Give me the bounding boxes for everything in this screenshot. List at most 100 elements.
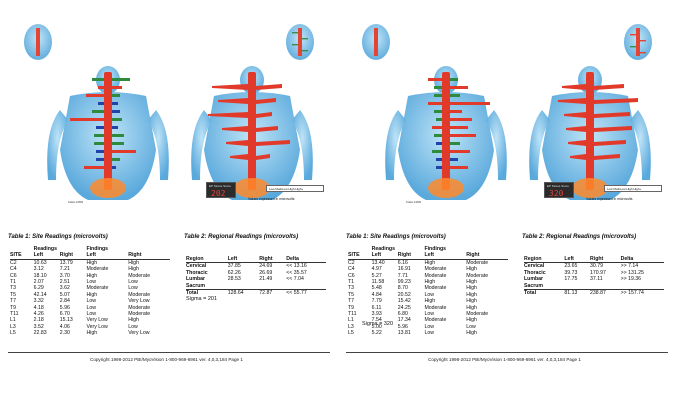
cell-left: 4.97: [371, 266, 382, 273]
ep-stress-score-label: EP Stress Score: [209, 184, 231, 188]
cell-total-delta: >> 157.74: [620, 290, 644, 297]
cell-right: 17.34: [397, 317, 411, 324]
cell-site: T1: [348, 279, 355, 286]
table2-title: Table 2: Regional Readings (microvolts): [522, 234, 637, 240]
cell-right: 5.96: [397, 323, 408, 330]
cell-site: T11: [10, 311, 19, 318]
cell-region: Thoracic: [524, 269, 546, 276]
cell-site: T5: [10, 291, 17, 298]
col-right: Right: [590, 256, 621, 264]
cell-right: 170.97: [590, 269, 606, 276]
cell-site: C2: [10, 259, 17, 266]
cell-region: Cervical: [186, 263, 207, 270]
cell-right-finding: Low: [128, 285, 138, 292]
cell-right: 7.71: [397, 272, 408, 279]
col-site: SITE: [348, 252, 372, 260]
cell-left: 28.53: [227, 276, 241, 283]
cell-right: [590, 283, 621, 290]
cell-left: 11.58: [371, 279, 385, 286]
cell-site: T7: [348, 298, 355, 305]
cell-right-finding: Moderate: [466, 272, 489, 279]
cell-site: C2: [348, 259, 355, 266]
cell-total-left: 128.64: [227, 290, 244, 297]
cell-left-finding: Low: [424, 330, 434, 337]
cell-left: 4.26: [33, 311, 44, 318]
cell-left: 18.10: [33, 272, 47, 279]
cell-left-finding: Moderate: [86, 285, 109, 292]
col-left: Left: [564, 256, 591, 264]
col-right-finding: Right: [466, 252, 508, 260]
cell-right-finding: High: [128, 266, 139, 273]
cell-right: 16.91: [397, 266, 411, 273]
cell-left-finding: Low: [424, 311, 434, 318]
cell-left-finding: Very Low: [86, 317, 108, 324]
cell-left: 5.27: [371, 272, 382, 279]
cell-right-finding: High: [466, 291, 477, 298]
cell-site: L3: [10, 323, 16, 330]
cell-left-finding: Moderate: [424, 317, 447, 324]
body-back-figure: [47, 66, 169, 200]
cell-right: 6.70: [59, 311, 70, 318]
col-left-reading: Left: [33, 252, 60, 260]
cell-right: 20.52: [397, 291, 411, 298]
cell-total-left: 81.13: [564, 290, 578, 297]
cell-right: 13.79: [59, 259, 73, 266]
cell-left: 13.40: [371, 259, 385, 266]
col-left-finding: Left: [86, 252, 129, 260]
col-right: Right: [259, 256, 287, 264]
table-row: Sacrum: [524, 283, 664, 290]
cell-delta: [286, 283, 326, 290]
cell-left: 2.07: [33, 279, 44, 286]
cell-delta: >> 131.25: [620, 269, 644, 276]
cell-right: 2.51: [59, 279, 70, 286]
cell-right: 13.81: [397, 330, 411, 337]
figure-small-label: Cross 1 MV2: [406, 201, 421, 204]
copyright-text: Copyright 1998-2012 PBI/MyoVision 1-800-…: [90, 357, 243, 362]
cell-left: 6.29: [33, 285, 44, 292]
cell-left-finding: High: [86, 272, 98, 279]
cell-left-finding: High: [424, 298, 436, 305]
cell-left: 3.93: [371, 311, 382, 318]
cell-right: 8.70: [397, 285, 408, 292]
cell-right: 15.42: [397, 298, 411, 305]
cell-right-finding: High: [466, 317, 477, 324]
readings-group-header: Readings: [371, 246, 395, 252]
cell-right-finding: High: [466, 304, 477, 311]
site-readings-table: Readings Findings SITE Left Right Left R…: [348, 246, 508, 337]
findings-group-header: Findings: [424, 246, 447, 252]
cell-site: C6: [10, 272, 17, 279]
cell-right-finding: Moderate: [466, 311, 489, 318]
cell-right: 2.30: [59, 330, 70, 337]
cell-left-finding: Moderate: [424, 272, 447, 279]
cell-right: 7.21: [59, 266, 70, 273]
cell-site: T1: [10, 279, 17, 286]
cell-site: T3: [10, 285, 17, 292]
cell-left-finding: Moderate: [86, 266, 109, 273]
cell-left-finding: Low: [86, 298, 96, 305]
cell-left: 4.18: [33, 304, 44, 311]
report-page-1: Cross 1 MV2 EP Stress Score 202 Low Mod/…: [8, 24, 330, 362]
col-left-reading: Left: [371, 252, 398, 260]
cell-left-finding: Moderate: [424, 266, 447, 273]
cell-total-right: 72.87: [259, 290, 273, 297]
cell-left: 2.18: [33, 317, 44, 324]
cell-region: Sacrum: [524, 282, 544, 289]
